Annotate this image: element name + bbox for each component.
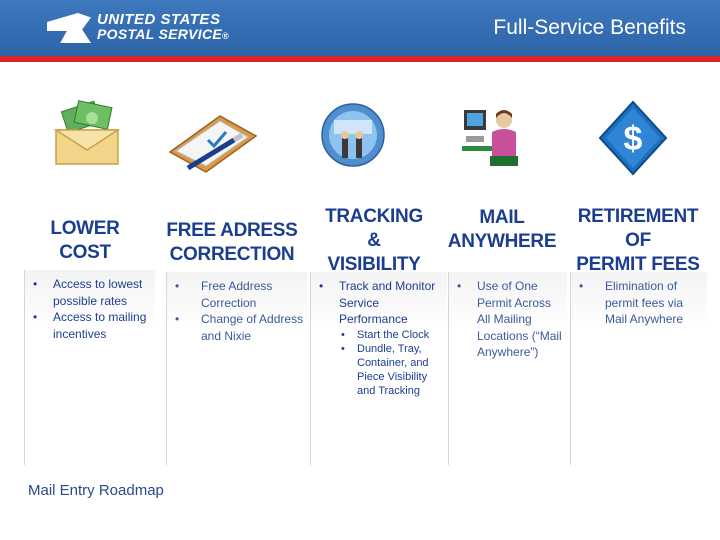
bullet-item: Elimination of permit fees via Mail Anyw… [571, 278, 707, 328]
header-bar: UNITED STATES POSTAL SERVICE® Full-Servi… [0, 0, 720, 56]
sub-bullet-item: Dundle, Tray, Container, and Piece Visib… [339, 342, 447, 398]
logo-registered-mark: ® [222, 31, 229, 41]
tracking-globe-icon [321, 103, 385, 167]
person-computer-icon [462, 110, 518, 166]
sub-bullet-item: Start the Clock [339, 328, 447, 342]
money-envelope-icon [53, 100, 121, 165]
usps-logo: UNITED STATES POSTAL SERVICE® [47, 12, 229, 44]
bullet-item: Track and Monitor Service Performance [311, 278, 447, 328]
heading-lower-cost: LOWER COST [50, 218, 120, 263]
lower-cost-box: Access to lowest possible rates Access t… [24, 270, 155, 465]
tracking-box: Track and Monitor Service Performance St… [310, 272, 447, 465]
permit-fees-box: Elimination of permit fees via Mail Anyw… [570, 272, 707, 465]
heading-mail-anywhere: MAIL ANYWHERE [447, 207, 557, 252]
mail-anywhere-box: Use of One Permit Across All Mailing Loc… [448, 272, 567, 465]
header-red-stripe [0, 56, 720, 62]
bullet-item: Free Address Correction [167, 278, 307, 311]
clipboard-pen-icon [168, 115, 258, 173]
footer-text: Mail Entry Roadmap [28, 482, 164, 499]
eagle-logo-icon [47, 13, 91, 43]
heading-retirement-permit-fees: RETIREMENT OF PERMIT FEES [576, 206, 700, 275]
heading-tracking-visibility: TRACKING & VISIBILITY [325, 206, 423, 275]
slide-title: Full-Service Benefits [493, 16, 686, 39]
address-correction-box: Free Address Correction Change of Addres… [166, 272, 307, 465]
bullet-item: Change of Address and Nixie [167, 311, 307, 344]
bullet-item: Access to lowest possible rates [25, 276, 155, 309]
logo-line2: POSTAL SERVICE® [97, 26, 229, 42]
svg-text:$: $ [624, 120, 643, 158]
logo-line1: UNITED STATES [97, 11, 221, 28]
dollar-diamond-icon: $ [598, 100, 668, 176]
heading-free-address-correction: FREE ADRESS CORRECTION [166, 220, 298, 265]
bullet-item: Access to mailing incentives [25, 309, 155, 342]
bullet-item: Use of One Permit Across All Mailing Loc… [449, 278, 567, 361]
